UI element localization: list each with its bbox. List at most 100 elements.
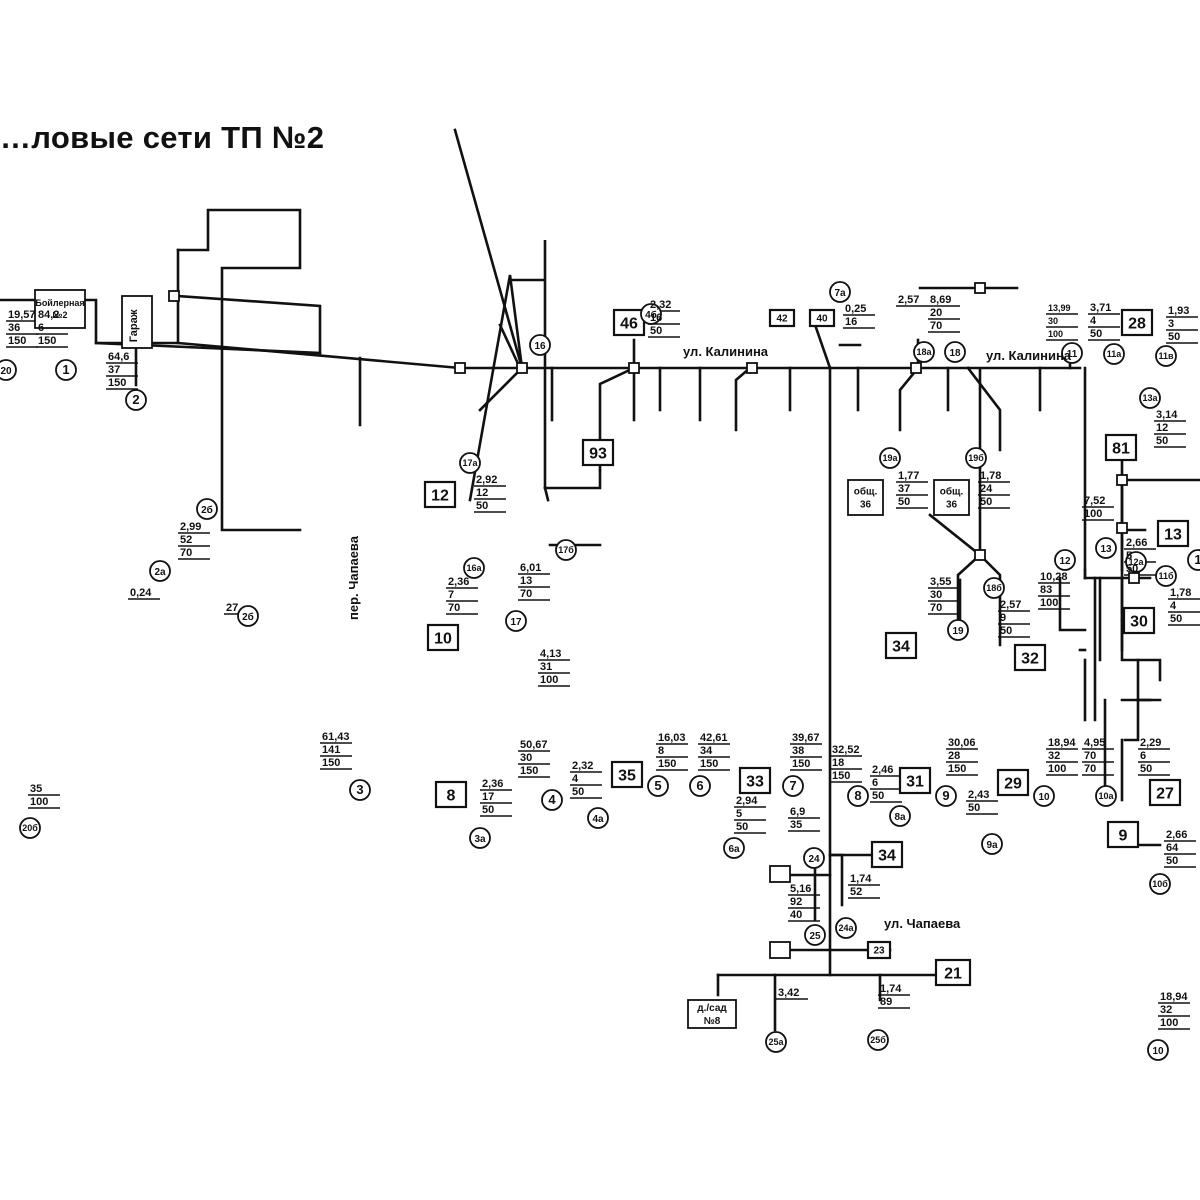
value-label: 150	[8, 335, 26, 347]
value-label: 50	[1170, 613, 1182, 625]
node-number: 20	[0, 366, 12, 377]
substation-number: 29	[1004, 775, 1022, 792]
wire	[898, 366, 920, 432]
value-label: 13,99	[1048, 303, 1071, 313]
value-label: 30	[520, 752, 532, 764]
node-circle	[1155, 565, 1177, 587]
wire	[828, 853, 844, 907]
value-label: 89	[880, 996, 892, 1008]
value-label: 150	[38, 335, 56, 347]
value-label: 35	[790, 819, 802, 831]
substation-number: 81	[1112, 440, 1130, 457]
node-circle	[944, 341, 966, 363]
value-label: 39,67	[792, 732, 820, 744]
node-circle	[1054, 549, 1076, 571]
value-label: 2,36	[448, 576, 469, 588]
building	[933, 479, 970, 516]
wires	[0, 128, 1200, 1032]
node-circle	[981, 833, 1003, 855]
node-number: 13а	[1142, 393, 1158, 403]
value-label: 17	[482, 791, 494, 803]
value-label: 70	[180, 547, 192, 559]
value-label: 150	[658, 758, 676, 770]
node-circle	[1187, 549, 1200, 571]
junction-box	[1116, 522, 1128, 534]
value-label: 13	[520, 575, 532, 587]
node-number: 4а	[592, 814, 604, 825]
node-number: 10	[1152, 1046, 1164, 1057]
value-label: 10,28	[1040, 571, 1068, 583]
wire	[498, 323, 522, 370]
wire	[956, 553, 982, 632]
value-label: 6	[872, 777, 878, 789]
node-number: 24	[808, 854, 820, 865]
node-number: 11а	[1107, 349, 1123, 359]
junction-box	[1128, 572, 1140, 584]
value-label: 12	[476, 487, 488, 499]
value-label: 7	[448, 589, 454, 601]
node-circle	[196, 498, 218, 520]
value-label: 150	[832, 770, 850, 782]
node-circle	[965, 447, 987, 469]
substation-number: 46	[620, 315, 638, 332]
value-label: 18	[832, 757, 844, 769]
node-circle	[463, 557, 485, 579]
node-number: 8	[854, 788, 861, 803]
node-circle	[55, 359, 77, 381]
value-label: 1,77	[898, 470, 919, 482]
value-label: 3,55	[930, 576, 951, 588]
value-label: 2,46	[872, 764, 893, 776]
substation-box	[434, 780, 468, 809]
substation-box	[1148, 778, 1182, 807]
value-label: 2,36	[482, 778, 503, 790]
junction-box	[1116, 474, 1128, 486]
junction-box	[454, 362, 466, 374]
node-circle	[803, 847, 825, 869]
value-label: 50	[1090, 328, 1102, 340]
substation-box	[1104, 433, 1138, 462]
node-circle	[19, 817, 41, 839]
node-circle	[804, 924, 826, 946]
value-label: 2,32	[572, 760, 593, 772]
substation-number: 9	[1119, 827, 1128, 844]
wire	[453, 128, 524, 370]
node-number: 11б	[1158, 571, 1174, 581]
value-label: 30	[1048, 316, 1058, 326]
value-label: 2,29	[1140, 737, 1161, 749]
substation-box	[934, 958, 972, 987]
street-name: ул. Калинина	[986, 348, 1072, 363]
junction-box	[974, 282, 986, 294]
value-label: 6	[38, 322, 44, 334]
node-circle	[879, 447, 901, 469]
wire	[478, 366, 524, 412]
value-label: 83	[1040, 584, 1052, 596]
substation-box	[1156, 519, 1190, 548]
substation-box	[610, 760, 644, 789]
node-number: 7а	[834, 288, 846, 299]
value-label: 18,94	[1160, 991, 1188, 1003]
substation-box	[1122, 606, 1156, 635]
substation-number: 33	[746, 773, 764, 790]
building-label: 36	[946, 500, 958, 511]
node-number: 18	[949, 348, 961, 359]
node-number: 7	[789, 778, 796, 793]
value-label: 2,99	[180, 521, 201, 533]
node-circle	[1033, 785, 1055, 807]
value-label: 1,78	[980, 470, 1001, 482]
value-label: 30,06	[948, 737, 976, 749]
value-label: 3,42	[778, 987, 799, 999]
value-label: 2,32	[650, 299, 671, 311]
substation-box	[1106, 820, 1140, 849]
value-label: 31	[540, 661, 552, 673]
value-label: 52	[180, 534, 192, 546]
junction-box	[746, 362, 758, 374]
value-label: 150	[700, 758, 718, 770]
empty-box	[769, 941, 791, 959]
value-label: 70	[930, 320, 942, 332]
node-number: 18б	[986, 583, 1002, 593]
value-label: 4	[1090, 315, 1097, 327]
building	[34, 289, 86, 329]
wire	[508, 240, 602, 490]
value-label: 84,2	[38, 309, 59, 321]
value-label: 70	[520, 588, 532, 600]
